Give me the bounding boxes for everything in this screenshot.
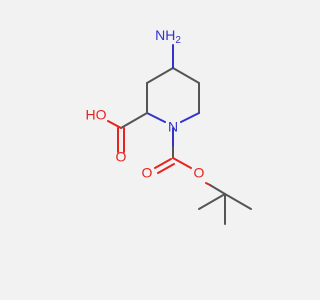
- bond-ccarb-o-single: [172, 157, 192, 169]
- bond-cquat-me3: [224, 193, 252, 210]
- carbamate-carbonyl-o-label: O: [142, 165, 153, 181]
- bond-c4-c5: [172, 67, 200, 84]
- bond-c2-cacid: [120, 112, 148, 129]
- amine-n-label: NH2: [155, 27, 181, 46]
- acid-carbonyl-o-label: O: [116, 149, 127, 165]
- bond-ccarb-o-double-a: [154, 158, 172, 169]
- hydroxyl-label: HO: [86, 107, 107, 123]
- ring-n-label: N: [168, 119, 178, 135]
- bond-n1-c2: [146, 112, 166, 123]
- bond-cquat-me2: [198, 193, 226, 210]
- bond-c3-c4: [146, 67, 174, 84]
- bond-ccarb-o-double-b: [157, 163, 175, 174]
- bond-cacid-oh: [107, 120, 122, 129]
- bonds: [107, 44, 252, 225]
- bond-c6-n1: [180, 112, 200, 123]
- bond-o-cquat: [209, 184, 226, 195]
- atom-labels: NH2 HO O N O O: [86, 27, 205, 181]
- chemical-structure: NH2 HO O N O O: [86, 27, 252, 225]
- carbamate-ester-o-label: O: [194, 165, 205, 181]
